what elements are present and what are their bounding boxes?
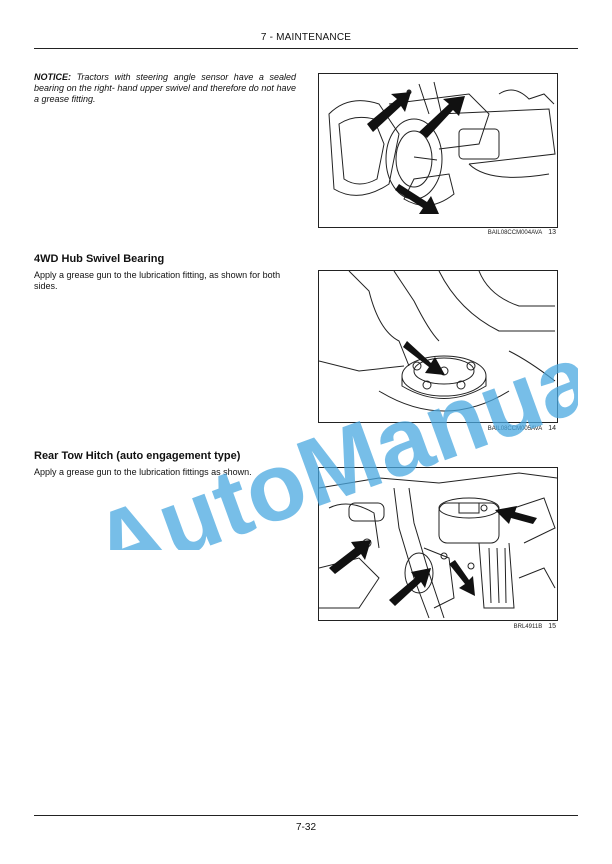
header-rule (34, 48, 578, 49)
figure-14-image (318, 270, 558, 423)
tow-hitch-illustration (319, 472, 557, 619)
figure-14-caption: BAIL08CCM005AVA 14 (488, 425, 556, 432)
arrow-15-d (449, 560, 475, 596)
notice-paragraph: NOTICE: Tractors with steering angle sen… (34, 72, 296, 105)
footer-rule (34, 815, 578, 816)
section-title-hub-swivel: 4WD Hub Swivel Bearing (34, 253, 165, 265)
figure-13-code: BAIL08CCM004AVA (487, 230, 543, 236)
figure-13-image (318, 73, 558, 228)
figure-15-code: BRL4911B (513, 624, 543, 630)
arrow-13-c (395, 184, 439, 214)
arrow-13-a (367, 92, 411, 132)
arrow-13-b (419, 96, 465, 138)
figure-13-caption: BAIL08CCM004AVA 13 (488, 229, 556, 236)
arrow-15-b (495, 506, 537, 524)
section-title-tow-hitch: Rear Tow Hitch (auto engagement type) (34, 450, 241, 462)
page-number: 7-32 (295, 822, 316, 833)
hub-swivel-illustration (319, 271, 556, 412)
notice-text: Tractors with steering angle sensor have… (34, 72, 296, 104)
figure-13-number: 13 (548, 229, 556, 236)
figure-14-code: BAIL08CCM005AVA (487, 426, 543, 432)
arrow-15-a (329, 540, 371, 574)
steering-swivel-illustration (328, 81, 556, 214)
arrow-14-a (403, 341, 445, 375)
section-body-tow-hitch: Apply a grease gun to the lubrication fi… (34, 467, 252, 477)
arrow-15-c (389, 568, 431, 606)
figure-15-caption: BRL4911B 15 (514, 623, 556, 630)
figure-14-number: 14 (548, 425, 556, 432)
figure-15-number: 15 (548, 623, 556, 630)
section-body-hub-swivel: Apply a grease gun to the lubrication fi… (34, 270, 281, 291)
page-header: 7 - MAINTENANCE (260, 32, 352, 43)
notice-label: NOTICE: (34, 72, 71, 82)
figure-15-image (318, 467, 558, 621)
